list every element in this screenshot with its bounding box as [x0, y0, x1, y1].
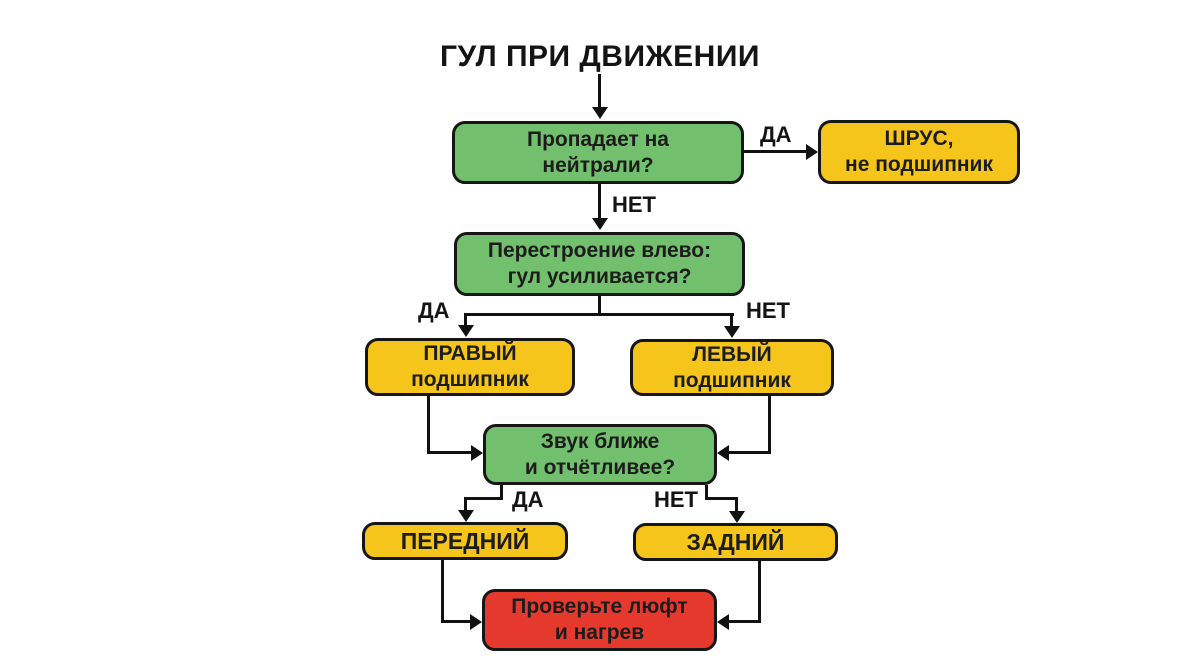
arrowhead-right-icon [470, 614, 482, 630]
edge-label-no: НЕТ [654, 487, 698, 512]
connector-line [598, 74, 601, 108]
connector-line [729, 620, 761, 623]
node-right-bearing: ПРАВЫЙ подшипник [365, 338, 575, 396]
edge-label-yes: ДА [418, 298, 450, 323]
arrowhead-down-icon [724, 326, 740, 338]
node-text-line1: ПРАВЫЙ [423, 342, 517, 365]
arrowhead-down-icon [458, 510, 474, 522]
connector-line [744, 150, 806, 153]
node-sound-closer: Звук ближе и отчётливее? [483, 424, 717, 485]
connector-line [598, 296, 601, 315]
arrowhead-down-icon [729, 511, 745, 523]
connector-line [441, 620, 471, 623]
connector-line [705, 485, 708, 500]
node-lane-change-left: Перестроение влево: гул усиливается? [454, 232, 745, 296]
arrowhead-right-icon [471, 445, 483, 461]
arrowhead-left-icon [717, 445, 729, 461]
connector-line [441, 560, 444, 623]
edge-label-no: НЕТ [746, 298, 790, 323]
node-front: ПЕРЕДНИЙ [362, 522, 568, 560]
arrowhead-down-icon [592, 218, 608, 230]
connector-line [735, 497, 738, 513]
node-disappears-in-neutral: Пропадает на нейтрали? [452, 121, 744, 184]
node-text-line2: не подшипник [845, 153, 993, 176]
edge-label-yes: ДА [512, 487, 544, 512]
connector-line [464, 497, 467, 512]
node-text-line2: подшипник [411, 368, 529, 391]
node-text-line2: подшипник [673, 368, 791, 392]
diagram-title: ГУЛ ПРИ ДВИЖЕНИИ [440, 40, 760, 73]
connector-line [427, 451, 472, 454]
connector-line [500, 485, 503, 500]
connector-line [705, 497, 738, 500]
node-text-line1: Звук ближе [540, 429, 660, 453]
arrowhead-right-icon [806, 144, 818, 160]
node-left-bearing: ЛЕВЫЙ подшипник [630, 339, 834, 396]
node-text-line2: и нагрев [554, 621, 645, 644]
node-check-play-and-heat: Проверьте люфт и нагрев [482, 589, 717, 651]
node-text-line2: и отчётливее? [524, 455, 676, 479]
node-text-line1: ЗАДНИЙ [686, 529, 785, 555]
connector-line [728, 451, 771, 454]
node-text-line1: ЛЕВЫЙ [692, 342, 772, 366]
node-text-line1: ШРУС, [884, 127, 954, 150]
connector-line [730, 313, 733, 328]
edge-label-no: НЕТ [612, 192, 656, 217]
connector-line [464, 497, 503, 500]
connector-line [758, 561, 761, 623]
arrowhead-down-icon [458, 325, 474, 337]
node-cv-joint-not-bearing: ШРУС, не подшипник [818, 120, 1020, 184]
connector-line [427, 396, 430, 454]
arrowhead-down-icon [592, 107, 608, 119]
node-text-line1: Перестроение влево: [487, 239, 712, 262]
node-rear: ЗАДНИЙ [633, 523, 838, 561]
connector-line [464, 313, 734, 316]
node-text-line2: нейтрали? [542, 153, 654, 177]
node-text-line1: ПЕРЕДНИЙ [400, 528, 530, 554]
connector-line [598, 184, 601, 220]
node-text-line2: гул усиливается? [507, 265, 692, 288]
node-text-line1: Проверьте люфт [511, 595, 688, 618]
connector-line [768, 396, 771, 454]
connector-line [464, 313, 467, 327]
arrowhead-left-icon [717, 614, 729, 630]
node-text-line1: Пропадает на [526, 127, 669, 151]
edge-label-yes: ДА [760, 122, 792, 147]
